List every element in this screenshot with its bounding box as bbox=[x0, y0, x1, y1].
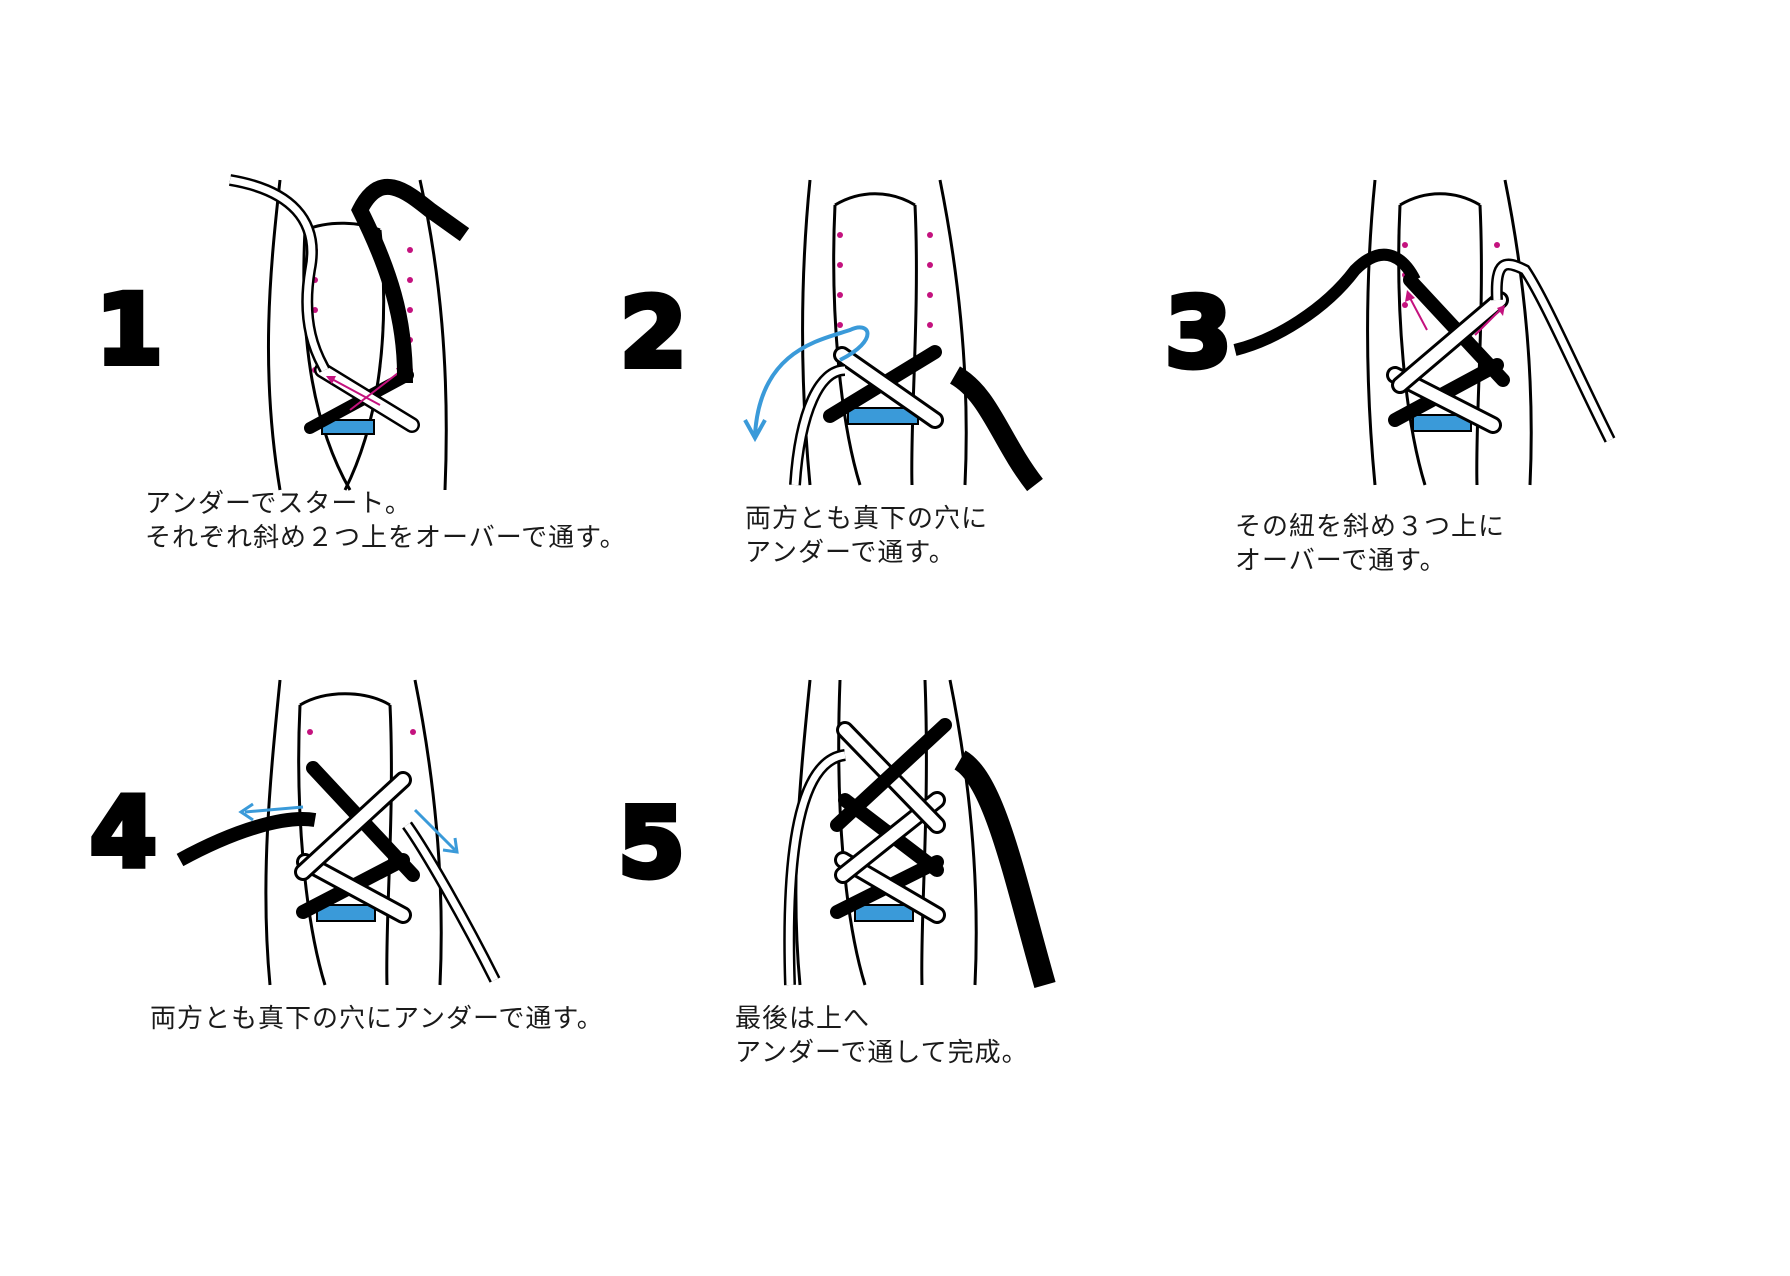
step-caption: アンダーでスタート。 それぞれ斜め２つ上をオーバーで通す。 bbox=[145, 489, 627, 553]
step-number: 4 bbox=[87, 777, 160, 889]
step-number: 5 bbox=[615, 787, 688, 899]
step-caption: 最後は上へ アンダーで通して完成。 bbox=[735, 1004, 1029, 1068]
step-number: 2 bbox=[617, 277, 690, 389]
lacing-illustration bbox=[783, 679, 1056, 989]
step-number: 3 bbox=[1162, 277, 1235, 389]
lacing-illustration bbox=[743, 179, 1043, 492]
step-caption: 両方とも真下の穴に アンダーで通す。 bbox=[745, 504, 989, 568]
lacing-illustration bbox=[1233, 179, 1616, 486]
step-number: 1 bbox=[93, 274, 166, 386]
lacing-illustration bbox=[229, 174, 470, 491]
step-caption: 両方とも真下の穴にアンダーで通す。 bbox=[150, 1004, 604, 1034]
lacing-illustration bbox=[176, 679, 501, 986]
step-caption: その紐を斜め３つ上に オーバーで通す。 bbox=[1235, 512, 1506, 576]
